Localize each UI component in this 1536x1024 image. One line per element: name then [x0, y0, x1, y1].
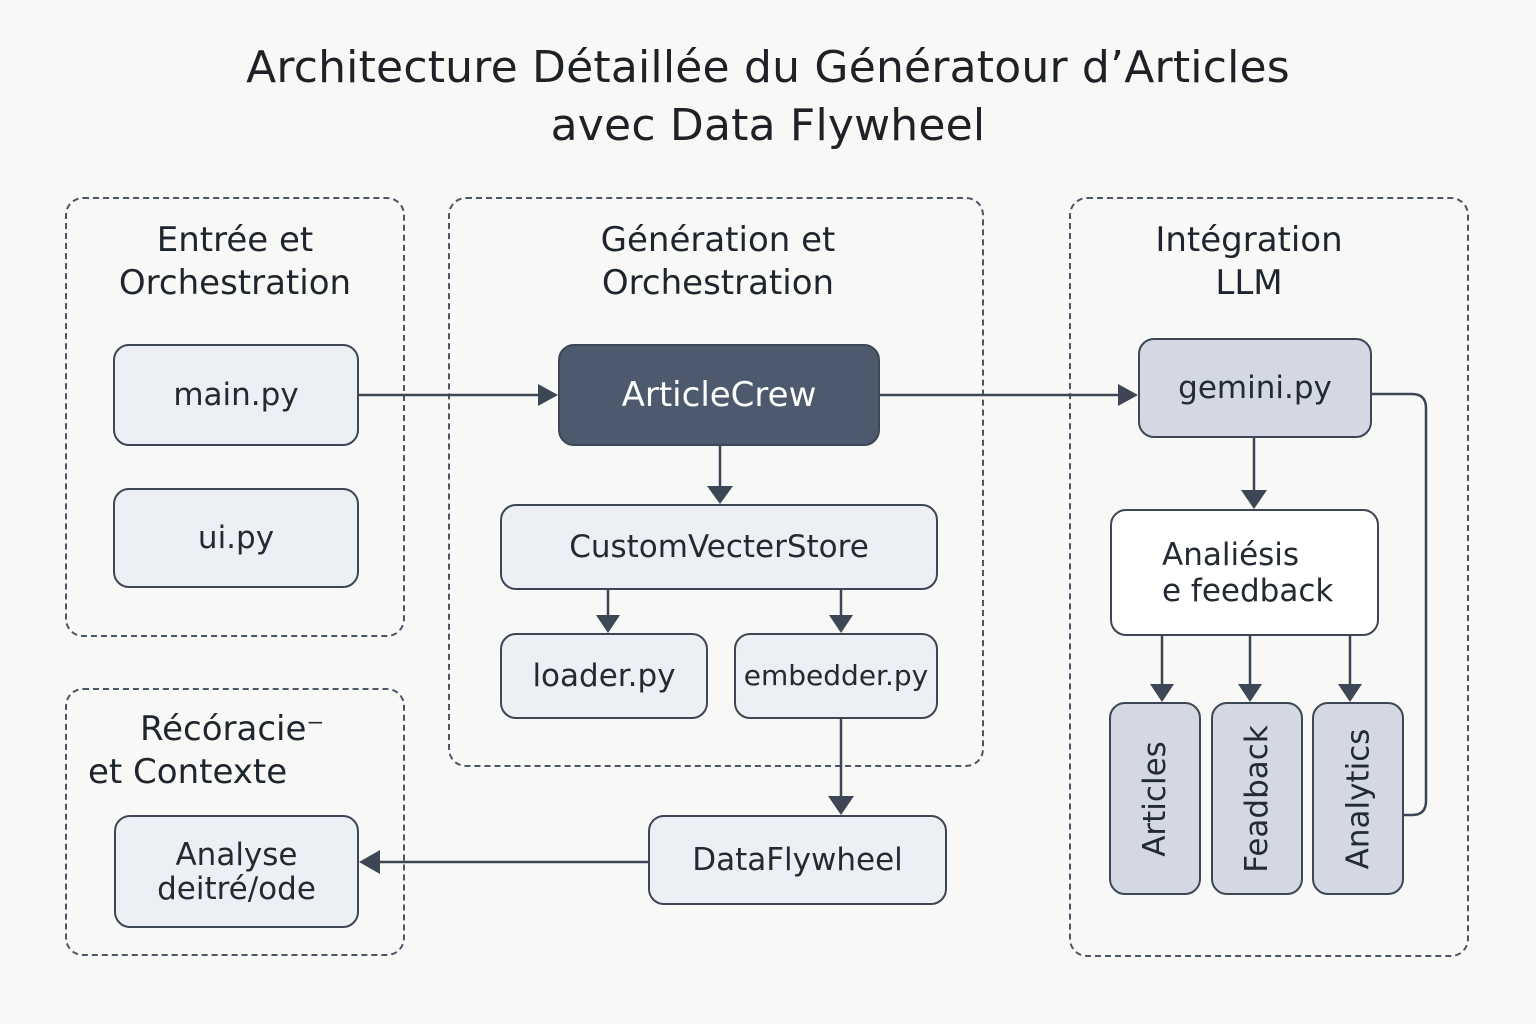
group-recoracie-title-line-1: Récóracie⁻: [140, 709, 325, 749]
node-custom-vecter-store: CustomVecterStore: [500, 504, 938, 590]
group-entree-title-line-1: Entrée et: [156, 220, 314, 260]
node-articles: Articles: [1109, 702, 1201, 895]
group-llm-title-line-2: LLM: [1215, 263, 1283, 303]
node-article-crew-label: ArticleCrew: [621, 375, 817, 415]
node-analyse-feedback: Analiésis e feedback: [1110, 509, 1379, 636]
group-generation-title-line-1: Génération et: [600, 220, 836, 260]
node-data-flywheel: DataFlywheel: [648, 815, 947, 905]
node-data-flywheel-label: DataFlywheel: [692, 842, 903, 878]
diagram-title-line-2: avec Data Flywheel: [550, 100, 986, 151]
node-embedder-py: embedder.py: [734, 633, 938, 719]
node-ui-py: ui.py: [113, 488, 359, 588]
node-gemini-py: gemini.py: [1138, 338, 1372, 438]
group-generation-title-line-2: Orchestration: [601, 263, 835, 303]
node-analytics: Analytics: [1312, 702, 1404, 895]
node-embedder-py-label: embedder.py: [743, 659, 929, 692]
node-feedback: Feadback: [1211, 702, 1303, 895]
node-loader-py-label: loader.py: [532, 658, 676, 694]
node-analyse-deitre-line-1: Analyse: [175, 836, 298, 873]
group-recoracie-title-line-2: et Contexte: [88, 752, 288, 792]
node-analyse-deitre-line-2: deitré/ode: [157, 870, 316, 907]
node-main-py: main.py: [113, 344, 359, 446]
diagram-title-line-1: Architecture Détaillée du Génératour d’A…: [246, 42, 1290, 93]
group-generation-orchestration: [448, 197, 984, 767]
group-integration-llm: [1069, 197, 1469, 957]
node-ui-py-label: ui.py: [197, 520, 275, 556]
group-entree-title-line-2: Orchestration: [118, 263, 352, 303]
node-analyse-feedback-line-2: e feedback: [1162, 572, 1334, 609]
node-article-crew: ArticleCrew: [558, 344, 880, 446]
node-analyse-deitre: Analyse deitré/ode: [114, 815, 359, 928]
node-articles-label: Articles: [1137, 740, 1174, 857]
node-analyse-feedback-line-1: Analiésis: [1162, 536, 1300, 573]
node-loader-py: loader.py: [500, 633, 708, 719]
group-llm-title-line-1: Intégration: [1155, 220, 1343, 260]
group-recoracie-contexte: [65, 688, 405, 956]
node-custom-vecter-store-label: CustomVecterStore: [569, 529, 869, 565]
group-entree-orchestration: [65, 197, 405, 637]
node-feedback-label: Feadback: [1239, 724, 1275, 873]
node-main-py-label: main.py: [173, 377, 299, 413]
node-analytics-label: Analytics: [1340, 728, 1376, 869]
node-gemini-py-label: gemini.py: [1178, 370, 1332, 406]
arrowhead-dataflywheel: [828, 796, 854, 815]
